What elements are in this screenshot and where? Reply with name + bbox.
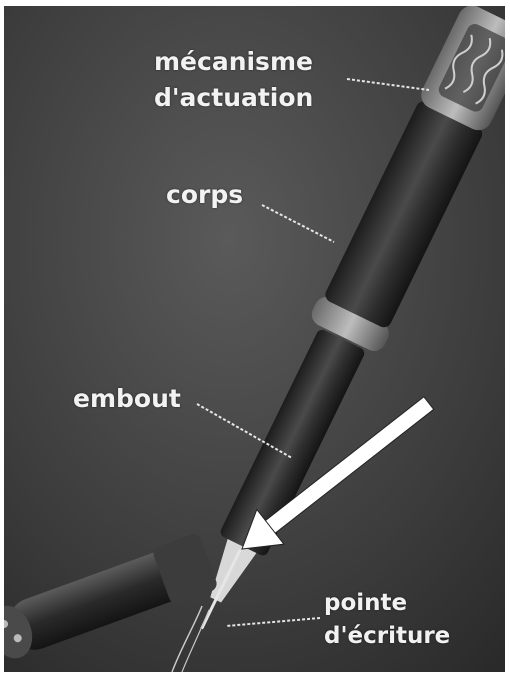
label-pointe-line1: pointe <box>324 587 450 620</box>
label-pointe-line2: d'écriture <box>324 620 450 653</box>
label-mecanisme-line1: mécanisme <box>154 44 313 80</box>
label-mecanisme-line2: d'actuation <box>154 80 313 116</box>
label-corps: corps <box>166 182 243 207</box>
label-embout: embout <box>73 386 181 411</box>
photo-frame: mécanisme d'actuation corps embout point… <box>4 6 505 672</box>
label-pointe-ecriture: pointe d'écriture <box>324 587 450 653</box>
label-mecanisme-actuation: mécanisme d'actuation <box>154 44 313 116</box>
